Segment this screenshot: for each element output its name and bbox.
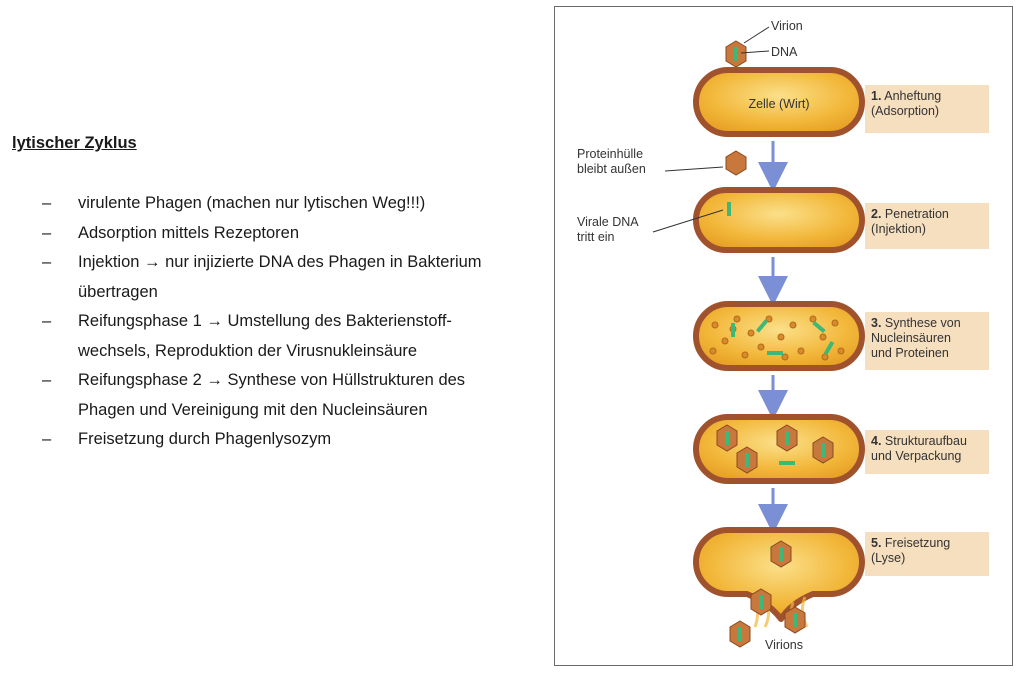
dna-strand — [755, 319, 769, 333]
list-item: –Reifungsphase 2 → Synthese von Hüllstru… — [12, 366, 547, 396]
dna-strand — [785, 431, 789, 445]
virion-icon — [725, 40, 747, 68]
cell-step-5 — [693, 527, 865, 648]
dna-strand — [779, 461, 795, 465]
dna-strand — [725, 431, 729, 445]
dna-strand — [745, 453, 749, 467]
viral-dna-leader-line — [652, 209, 724, 233]
dna-strand — [793, 613, 797, 627]
list-item-continuation: übertragen — [78, 282, 158, 301]
list-item: –Freisetzung durch Phagenlysozym — [12, 425, 547, 455]
notes-list: –virulente Phagen (machen nur lytischen … — [12, 189, 547, 455]
dna-leader-line — [740, 50, 770, 54]
protein-shell-label: Proteinhülle bleibt außen — [577, 147, 646, 176]
step-box-5: 5. Freisetzung (Lyse) — [865, 532, 989, 576]
viral-dna-label: Virale DNA tritt ein — [577, 215, 639, 244]
dna-strand — [738, 627, 742, 641]
bullet-dash: – — [42, 194, 52, 212]
dna-strand — [779, 547, 783, 561]
dna-strand — [727, 202, 731, 216]
virion-leader-line — [743, 26, 770, 44]
bullet-dash: – — [42, 223, 52, 242]
notes-heading: lytischer Zyklus — [12, 134, 137, 152]
cell-step-1: Zelle (Wirt) — [693, 67, 865, 137]
cell-label: Zelle (Wirt) — [748, 97, 809, 111]
step-box-4: 4. Strukturaufbau und Verpackung — [865, 430, 989, 474]
list-item: –virulente Phagen (machen nur lytischen … — [12, 189, 547, 219]
bullet-dash: – — [42, 253, 52, 271]
list-item: –Injektion → nur injizierte DNA des Phag… — [12, 248, 547, 278]
dna-strand — [812, 320, 826, 334]
dna-strand — [823, 340, 835, 356]
step-box-3: 3. Synthese von Nucleinsäuren und Protei… — [865, 312, 989, 370]
list-item-continuation: Phagen und Vereinigung mit den Nucleinsä… — [78, 400, 428, 419]
dna-label: DNA — [771, 45, 798, 59]
virions-label: Virions — [765, 638, 803, 652]
dna-strand — [767, 351, 783, 355]
lytic-cycle-diagram: Virion DNA Zelle (Wirt) — [652, 19, 865, 652]
bullet-dash: – — [42, 430, 52, 448]
cell-step-3 — [693, 301, 865, 371]
dna-strand — [759, 595, 763, 609]
list-item: –Adsorption mittels Rezeptoren — [12, 219, 547, 249]
protein-shell-leader-line — [664, 166, 724, 172]
empty-capsid-icon — [725, 150, 747, 176]
step-box-2: 2. Penetration (Injektion) — [865, 203, 989, 249]
cell-step-2 — [693, 187, 865, 253]
virion-label: Virion — [771, 19, 803, 33]
notes-section: lytischer Zyklus –virulente Phagen (mach… — [12, 134, 547, 455]
dna-strand — [821, 443, 825, 457]
lytic-cycle-figure: Virion DNA Zelle (Wirt) — [554, 6, 1013, 666]
dna-strand — [731, 323, 735, 337]
bullet-dash: – — [42, 312, 52, 330]
list-item: –Reifungsphase 1 → Umstellung des Bakter… — [12, 307, 547, 337]
bullet-dash: – — [42, 371, 52, 389]
step-box-1: 1. Anheftung (Adsorption) — [865, 85, 989, 133]
cell-step-4 — [693, 414, 865, 484]
list-item-continuation: wechsels, Reproduktion der Virusnukleins… — [78, 341, 418, 360]
